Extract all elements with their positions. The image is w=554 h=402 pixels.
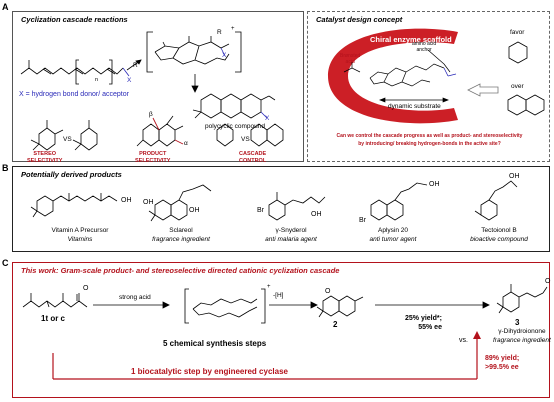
amino-acid-anchor-label: amino acid anchor: [412, 41, 437, 53]
chemical-yield: 25% yield*; 55% ee: [405, 315, 442, 331]
pyran-o-2: O: [325, 288, 331, 295]
sclareol-oh: OH: [143, 199, 154, 206]
enzyme-scaffold-label: Chiral enzyme scaffold: [370, 35, 452, 44]
panel-cyclization-cascade: Cyclization cascade reactions: [12, 11, 304, 164]
compound-vitamin-a: Vitamin A Precursor Vitamins: [51, 227, 109, 243]
aplysin-oh: OH: [429, 181, 440, 188]
vs-label: vs.: [459, 337, 468, 344]
vs-cascade: VS: [241, 136, 250, 143]
vitamin-a-oh: OH: [121, 197, 132, 204]
product-selectivity-label: PRODUCT SELECTIVITY: [135, 151, 171, 164]
ketone-o-3: O: [545, 278, 551, 285]
ketone-o-1: O: [83, 285, 89, 292]
section-letter-a: A: [2, 2, 9, 12]
section-letter-b: B: [2, 163, 9, 173]
panel-a-left-title: Cyclization cascade reactions: [21, 15, 128, 24]
biocatalytic-step-label: 1 biocatalytic step by engineered cyclas…: [131, 367, 288, 376]
cascade-structures: [20, 31, 284, 151]
product-name: γ-Dihydroionone fragrance ingredient: [493, 328, 551, 344]
this-work-scheme: [22, 284, 548, 380]
x-label-ts: X: [222, 52, 227, 59]
panel-this-work: This work: Gram-scale product- and stere…: [12, 262, 551, 398]
design-question: Can we control the cascade progress as w…: [336, 133, 523, 147]
biocatalytic-yield: 89% yield; >99.5% ee: [485, 355, 520, 371]
panel-a-right-title: Catalyst design concept: [316, 15, 403, 24]
sclareol-oh2: OH: [189, 207, 200, 214]
cascade-control-label: CASCADE CONTROL: [239, 151, 267, 164]
catalyst-scheme: [328, 28, 545, 124]
panel-catalyst-design: Catalyst design concept: [307, 11, 550, 162]
start-compound-label: 1t or c: [41, 314, 66, 323]
over-label: over: [511, 83, 524, 90]
aplysin-br: Br: [359, 217, 366, 224]
snyderol-br: Br: [257, 207, 264, 214]
beta-label: β: [149, 111, 153, 118]
panel-c-title: This work: Gram-scale product- and stere…: [21, 266, 340, 275]
derived-product-structures: [30, 180, 518, 222]
panel-derived-products: Potentially derived products: [12, 166, 550, 252]
compound-2-label: 2: [333, 320, 338, 329]
charge-label: +: [231, 26, 235, 32]
compound-aplysin: Aplysin 20 anti tumor agent: [369, 227, 417, 243]
n-label: n: [95, 77, 99, 83]
panel-b-title: Potentially derived products: [21, 170, 122, 179]
snyderol-oh: OH: [311, 211, 322, 218]
chemical-steps-label: 5 chemical synthesis steps: [163, 339, 267, 348]
hbond-legend: X = hydrogen bond donor/ acceptor: [19, 91, 129, 98]
polycyclic-label: polycyclic compound: [205, 123, 265, 130]
bronsted-acid-label: Brønsted acid: [340, 53, 361, 65]
vs-stereo: VS: [63, 136, 72, 143]
favor-label: favor: [510, 29, 525, 36]
strong-acid-label: strong acid: [119, 294, 151, 301]
x-label-chain: X: [127, 77, 132, 84]
ts-charge: +: [267, 284, 271, 290]
stereo-selectivity-label: STEREO SELECTIVITY: [27, 151, 63, 164]
x-label-product: X: [265, 115, 270, 122]
dynamic-substrate-label: dynamic substrate: [388, 103, 441, 110]
minus-h-label: -[H]: [273, 292, 284, 299]
r-label-chain: R: [133, 62, 138, 69]
section-letter-c: C: [2, 258, 9, 268]
r-label-ts: R: [217, 29, 222, 36]
compound-sclareol: Sclareol fragrance ingredient: [152, 227, 210, 243]
alpha-label: α: [184, 140, 188, 147]
compound-3-label: 3: [515, 318, 520, 327]
compound-snyderol: γ-Snyderol anti malaria agent: [265, 227, 317, 243]
tectoionol-oh: OH: [509, 173, 520, 180]
compound-tectoionol: Tectoionol B bioactive compound: [470, 227, 528, 243]
